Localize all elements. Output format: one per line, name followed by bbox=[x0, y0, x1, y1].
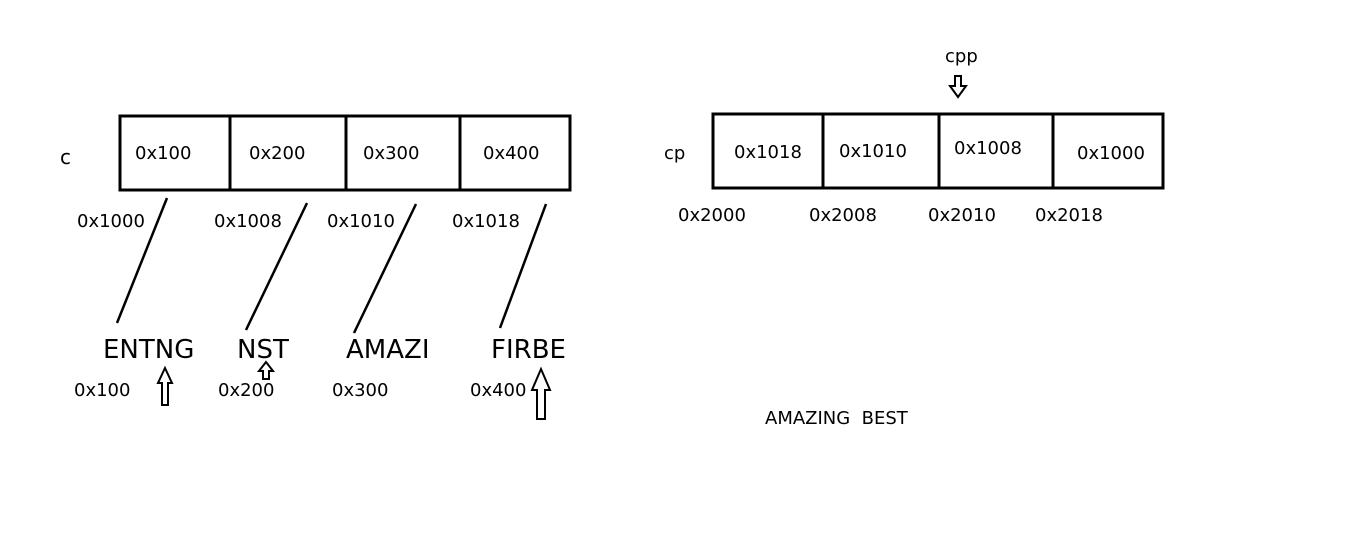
array-c-address: 0x1008 bbox=[214, 211, 282, 232]
array-c-cell-value: 0x100 bbox=[135, 143, 192, 164]
array-cp-label: cp bbox=[664, 143, 686, 164]
string-address: 0x200 bbox=[218, 380, 275, 401]
array-c-cell-value: 0x200 bbox=[249, 143, 306, 164]
pointer-line bbox=[352, 203, 418, 334]
array-cp-cell-value: 0x1000 bbox=[1077, 143, 1145, 164]
array-c-cell-value: 0x300 bbox=[363, 143, 420, 164]
array-cp-address: 0x2008 bbox=[809, 205, 877, 226]
string-value: ENTNG bbox=[103, 335, 195, 365]
string-address: 0x300 bbox=[332, 380, 389, 401]
pointer-line bbox=[244, 202, 309, 331]
string-value: FIRBE bbox=[491, 335, 566, 365]
array-cp-cell-value: 0x1018 bbox=[734, 142, 802, 163]
array-c-address: 0x1000 bbox=[77, 211, 145, 232]
up-arrow-icon bbox=[156, 365, 174, 406]
pointer-line bbox=[115, 197, 169, 324]
up-arrow-icon bbox=[530, 366, 552, 420]
array-c-address: 0x1018 bbox=[452, 211, 520, 232]
pointer-line bbox=[498, 203, 548, 329]
up-arrow-icon bbox=[256, 360, 276, 380]
array-cp-address: 0x2000 bbox=[678, 205, 746, 226]
array-cp-cell-value: 0x1008 bbox=[954, 138, 1022, 159]
string-address: 0x400 bbox=[470, 380, 527, 401]
down-arrow-icon bbox=[948, 75, 968, 99]
array-cp-address: 0x2018 bbox=[1035, 205, 1103, 226]
pointer-cpp-label: cpp bbox=[945, 46, 978, 67]
string-value: AMAZI bbox=[346, 335, 430, 365]
array-c-address: 0x1010 bbox=[327, 211, 395, 232]
array-cp-cell-value: 0x1010 bbox=[839, 141, 907, 162]
string-value: NST bbox=[237, 335, 289, 365]
string-address: 0x100 bbox=[74, 380, 131, 401]
array-c-label: c bbox=[60, 145, 71, 169]
output-text: AMAZING BEST bbox=[765, 408, 908, 429]
array-cp-address: 0x2010 bbox=[928, 205, 996, 226]
array-c-cell-value: 0x400 bbox=[483, 143, 540, 164]
